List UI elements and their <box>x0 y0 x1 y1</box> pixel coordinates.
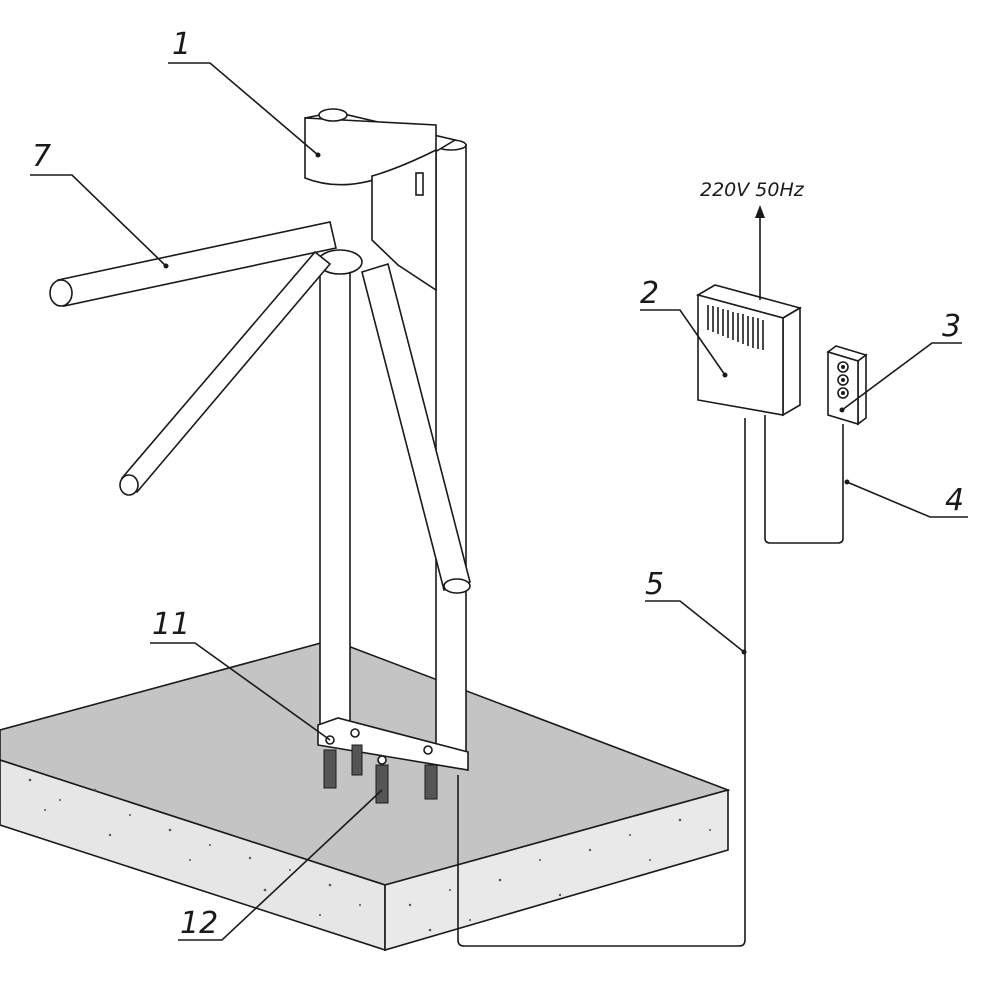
callout-3: 3 <box>942 309 961 344</box>
vent-grille <box>707 305 764 350</box>
callout-11: 11 <box>152 607 190 642</box>
callout-5: 5 <box>645 567 664 602</box>
turnstile <box>49 108 471 804</box>
callout-7: 7 <box>32 139 51 174</box>
power-input-arrow <box>755 205 765 300</box>
remote-control-panel <box>826 345 868 426</box>
callout-4: 4 <box>945 483 964 518</box>
callout-12: 12 <box>180 906 218 941</box>
power-supply-label: 220V 50Hz <box>700 179 805 201</box>
left-pillar <box>319 269 351 741</box>
anchor-bolts <box>323 744 438 804</box>
remote-cable <box>764 415 844 544</box>
barrier-arms <box>49 221 471 594</box>
concrete-slab <box>0 639 731 952</box>
callout-2: 2 <box>640 276 659 311</box>
turnstile-cable <box>457 418 746 947</box>
callout-1: 1 <box>172 27 191 62</box>
right-pillar <box>435 144 467 766</box>
power-supply-unit <box>695 284 803 417</box>
callout-leaders <box>30 62 968 941</box>
